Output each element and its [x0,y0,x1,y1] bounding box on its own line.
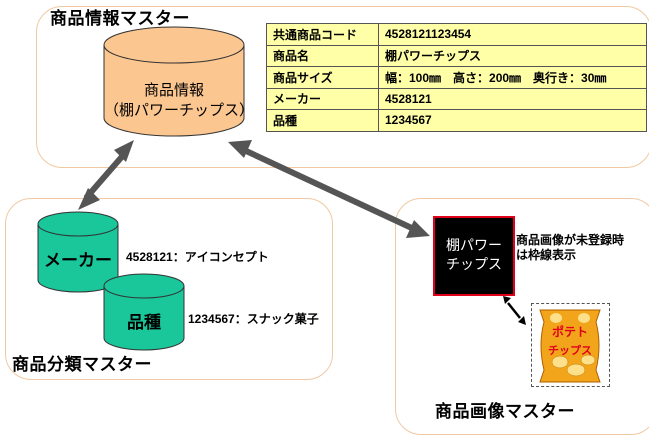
table-key: 商品名 [266,44,379,67]
table-value: 4528121123454 [378,23,647,46]
table-row: 商品サイズ 幅：100㎜ 高さ：200㎜ 奥行き：30㎜ [266,66,647,89]
product-db-label: 商品情報 （棚パワーチップス） [104,80,255,120]
image-master-title: 商品画像マスター [435,402,575,422]
image-note: 商品画像が未登録時 は枠線表示 [516,233,636,263]
image-placeholder: 棚パワー チップス [433,216,515,296]
table-value: 4528121 [378,87,647,110]
category-cylinder-label: 品種 [127,313,161,333]
maker-cylinder [37,211,119,293]
table-row: 商品名 棚パワーチップス [266,44,647,67]
product-db-cylinder [103,26,245,137]
arrow-db-image [228,140,430,238]
product-master-title: 商品情報マスター [50,9,190,29]
product-db-label-line2: （棚パワーチップス） [104,101,255,119]
table-key: 商品サイズ [266,66,379,89]
category-note: 1234567：スナック菓子 [188,312,319,326]
table-row: メーカー 4528121 [266,87,647,110]
chips-image-frame [531,303,610,387]
placeholder-line1: 棚パワー [446,238,502,254]
chips-text-2: チップス [548,343,592,357]
table-row: 品種 1234567 [266,109,647,132]
table-key: メーカー [266,87,379,110]
arrow-db-classification [78,140,134,210]
table-key: 品種 [266,109,379,132]
image-note-line1: 商品画像が未登録時 [516,233,625,247]
chips-bag-image: ポテト チップス [539,309,601,383]
image-note-line2: は枠線表示 [516,248,577,262]
table-value: 1234567 [378,109,647,132]
table-key: 共通商品コード [266,23,379,46]
arrow-placeholder-chips [503,296,526,325]
maker-note: 4528121：アイコンセプト [126,250,269,264]
table-row: 共通商品コード 4528121123454 [266,23,647,46]
category-cylinder [103,273,185,351]
placeholder-line2: チップス [446,257,502,273]
product-db-label-line1: 商品情報 [143,81,204,99]
table-value: 幅：100㎜ 高さ：200㎜ 奥行き：30㎜ [378,66,647,89]
product-info-table: 共通商品コード 4528121123454 商品名 棚パワーチップス 商品サイズ… [266,23,647,132]
classification-master-title: 商品分類マスター [12,355,152,375]
maker-cylinder-label: メーカー [44,251,112,271]
diagram-shapes: ポテト チップス [37,26,601,383]
chips-text-1: ポテト [552,324,588,339]
table-value: 棚パワーチップス [378,44,647,67]
